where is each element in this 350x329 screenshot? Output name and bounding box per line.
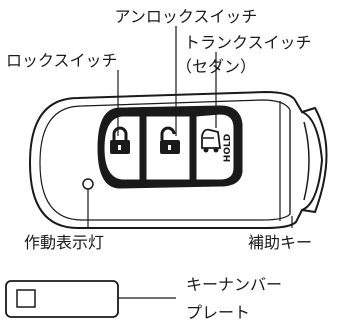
key-number-plate [5, 280, 176, 318]
trunk-button[interactable]: HOLD [195, 113, 235, 181]
car-trunk-icon [201, 128, 222, 153]
trunk-switch-label-line2: （セダン） [176, 57, 256, 76]
button-panel: HOLD [97, 105, 243, 189]
lock-button[interactable] [103, 115, 141, 181]
indicator-light-label: 作動表示灯 [24, 233, 104, 252]
padlock-open-icon [160, 126, 180, 154]
hold-label: HOLD [223, 134, 233, 162]
key-fob-inner-outline [39, 99, 291, 221]
lock-switch-label: ロックスイッチ [6, 51, 118, 70]
key-number-plate-window [16, 289, 36, 308]
key-number-plate-label-line2: プレート [186, 303, 250, 322]
unlock-switch-label: アンロックスイッチ [115, 7, 258, 26]
padlock-closed-icon [110, 126, 130, 154]
auxiliary-key-slot [303, 121, 310, 201]
indicator-light [82, 178, 94, 190]
auxiliary-key-label: 補助キー [248, 233, 312, 252]
key-number-plate-label-line1: キーナンバー [186, 275, 282, 294]
unlock-button[interactable] [145, 115, 191, 181]
leader-lines [87, 26, 293, 228]
auxiliary-key [301, 111, 324, 211]
trunk-switch-label-line1: トランクスイッチ [184, 33, 312, 52]
